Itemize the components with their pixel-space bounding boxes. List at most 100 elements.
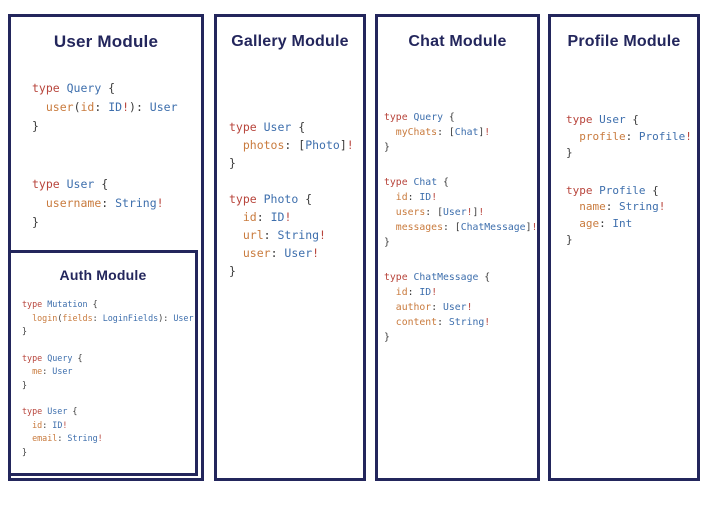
- code-token-pn: {: [291, 120, 306, 134]
- code-token-kw: type: [32, 177, 67, 191]
- code-line: }: [566, 145, 697, 162]
- code-token-pn: :: [599, 216, 613, 230]
- code-token-pn: }: [384, 237, 390, 248]
- code-token-fld: username: [45, 196, 102, 210]
- code-token-kw: type: [384, 177, 414, 188]
- code-token-pn: [32, 196, 46, 210]
- code-token-pn: :: [407, 287, 420, 298]
- code-token-ty: ChatMessage: [413, 272, 479, 283]
- code-token-pn: }: [22, 326, 28, 336]
- code-token-fld: id: [32, 419, 43, 430]
- code-token-fld: email: [32, 433, 58, 443]
- code-token-pn: [229, 138, 243, 152]
- code-token-ty: Photo: [263, 192, 299, 206]
- code-token-bang: !: [466, 302, 473, 313]
- code-line: user: User!: [229, 244, 363, 262]
- code-token-bang: !: [156, 196, 164, 210]
- code-token-bang: !: [531, 222, 538, 233]
- auth-module-title: Auth Module: [59, 267, 147, 283]
- code-token-ty: Query: [66, 81, 102, 95]
- code-token-pn: ]: [478, 127, 485, 138]
- code-token-bang: !: [284, 210, 292, 224]
- code-block: type ChatMessage { id: ID! author: User!…: [384, 270, 537, 345]
- code-token-ty: User: [66, 177, 95, 191]
- code-token-fld: login: [32, 312, 58, 323]
- code-token-ty: ID: [270, 210, 285, 224]
- code-line: id: ID!: [384, 285, 537, 300]
- code-line: type User {: [22, 405, 195, 419]
- code-line: users: [User!]!: [384, 205, 537, 220]
- code-token-pn: }: [32, 215, 39, 229]
- code-token-ty: String: [115, 196, 157, 210]
- code-token-fld: id: [80, 100, 95, 114]
- code-token-fld: user: [45, 100, 74, 114]
- auth-module-code: type Mutation { login(fields: LoginField…: [22, 298, 195, 459]
- code-token-fld: id: [395, 287, 408, 298]
- code-token-pn: (: [73, 100, 81, 114]
- code-token-pn: [229, 210, 243, 224]
- code-token-fld: content: [395, 317, 438, 328]
- code-token-kw: type: [384, 272, 414, 283]
- code-token-kw: type: [229, 120, 264, 134]
- code-token-fld: myChats: [395, 127, 438, 138]
- code-token-fld: id: [242, 210, 257, 224]
- code-line: url: String!: [229, 226, 363, 244]
- user-module-panel: User Module type Query { user(id: ID!): …: [8, 14, 204, 481]
- code-block: type Mutation { login(fields: LoginField…: [22, 298, 195, 339]
- code-token-pn: {: [87, 299, 98, 309]
- code-token-pn: [229, 228, 243, 242]
- code-token-ty: String: [448, 317, 485, 328]
- code-line: myChats: [Chat]!: [384, 125, 537, 140]
- code-token-kw: type: [566, 183, 600, 197]
- code-line: age: Int: [566, 216, 697, 233]
- code-line: email: String!: [22, 432, 195, 446]
- code-token-ty: User: [52, 366, 73, 376]
- code-token-ty: ChatMessage: [460, 222, 526, 233]
- code-line: me: User: [22, 365, 195, 379]
- gallery-module-panel: Gallery Module type User { photos: [Phot…: [214, 14, 366, 481]
- code-token-pn: }: [22, 446, 28, 457]
- code-line: id: ID!: [22, 419, 195, 433]
- code-token-pn: :: [42, 419, 53, 430]
- code-token-pn: :: [101, 196, 116, 210]
- code-token-bang: !: [319, 228, 326, 242]
- code-token-ty: ID: [108, 100, 123, 114]
- code-token-ty: String: [619, 200, 659, 213]
- code-token-pn: [22, 313, 32, 323]
- code-block: type User { id: ID! email: String!}: [22, 405, 195, 459]
- code-token-pn: :: [94, 100, 109, 114]
- code-line: type User {: [32, 175, 201, 194]
- code-line: type ChatMessage {: [384, 270, 537, 285]
- code-line: type User {: [229, 118, 363, 136]
- code-token-kw: type: [32, 81, 67, 95]
- code-line: id: ID!: [384, 190, 537, 205]
- code-token-kw: type: [22, 299, 48, 309]
- gallery-module-title: Gallery Module: [231, 33, 349, 50]
- code-token-pn: ]: [339, 138, 347, 152]
- code-line: type Query {: [384, 110, 537, 125]
- code-token-pn: {: [437, 177, 449, 188]
- code-token-pn: {: [298, 192, 313, 206]
- code-token-pn: [384, 287, 396, 298]
- code-token-ty: User: [173, 312, 194, 323]
- code-token-bang: !: [658, 200, 666, 213]
- code-token-pn: :: [270, 246, 285, 260]
- code-token-fld: users: [395, 207, 426, 218]
- code-block: type Photo { id: ID! url: String! user: …: [229, 190, 363, 280]
- code-line: }: [229, 262, 363, 280]
- code-line: messages: [ChatMessage]!: [384, 220, 538, 235]
- code-token-fld: photos: [242, 138, 285, 152]
- code-token-pn: :: [256, 210, 271, 224]
- code-block: type Query { user(id: ID!): User}: [32, 79, 201, 136]
- code-token-pn: [22, 420, 32, 430]
- code-token-pn: }: [384, 142, 390, 153]
- code-line: }: [229, 154, 363, 172]
- code-token-pn: : [: [442, 222, 461, 233]
- code-block: type User { photos: [Photo]!}: [229, 118, 363, 172]
- code-token-pn: : [: [425, 207, 443, 218]
- code-token-pn: [566, 217, 579, 230]
- code-token-kw: type: [22, 352, 48, 363]
- code-token-pn: {: [478, 272, 491, 283]
- code-line: }: [22, 379, 195, 393]
